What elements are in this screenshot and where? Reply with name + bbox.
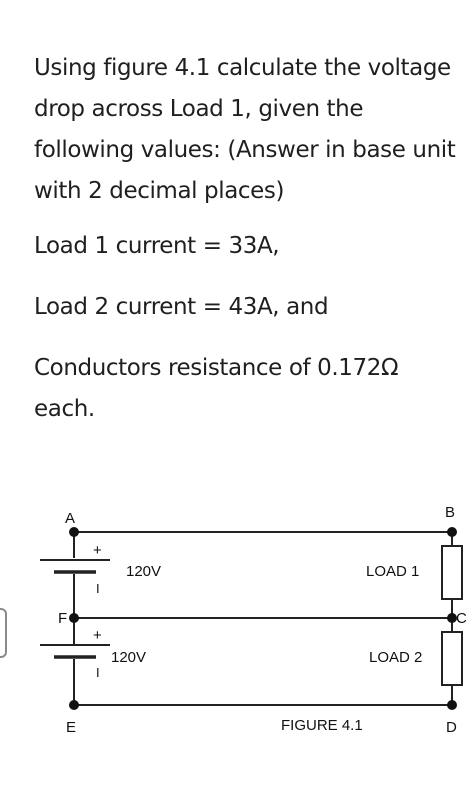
load2-current: Load 2 current = 43A, and bbox=[34, 294, 329, 320]
battery-1-minus: I bbox=[96, 581, 100, 596]
node-f-label: F bbox=[58, 610, 67, 627]
load-1-label: LOAD 1 bbox=[366, 563, 419, 580]
battery-1-plus: + bbox=[93, 542, 102, 559]
node-b-dot bbox=[447, 527, 457, 537]
node-c-label: C bbox=[456, 610, 467, 627]
node-b-label: B bbox=[445, 504, 455, 521]
node-a-label: A bbox=[65, 510, 75, 527]
node-c-dot bbox=[447, 613, 457, 623]
node-d-dot bbox=[447, 700, 457, 710]
battery-2-plus: + bbox=[93, 627, 102, 644]
load-2-label: LOAD 2 bbox=[369, 649, 422, 666]
load1-current: Load 1 current = 33A, bbox=[34, 233, 280, 259]
load-1-resistor bbox=[441, 545, 463, 600]
load-2-resistor bbox=[441, 631, 463, 686]
node-d-label: D bbox=[446, 719, 457, 736]
question-intro: Using figure 4.1 calculate the voltage d… bbox=[34, 55, 456, 204]
conductor-resistance: Conductors resistance of 0.172Ω each. bbox=[34, 355, 399, 422]
battery-2-minus: I bbox=[96, 665, 100, 680]
node-a-dot bbox=[69, 527, 79, 537]
node-f-dot bbox=[69, 613, 79, 623]
circuit-figure: A B F C E D + I + I 120V 120V LOAD 1 LOA… bbox=[0, 495, 474, 755]
circuit-wires bbox=[73, 531, 453, 706]
battery-1-symbol bbox=[40, 559, 110, 574]
source-1-voltage: 120V bbox=[126, 563, 161, 580]
circuit-diagram: A B F C E D + I + I 120V 120V LOAD 1 LOA… bbox=[40, 504, 467, 736]
figure-caption: FIGURE 4.1 bbox=[281, 717, 363, 734]
node-dots bbox=[69, 527, 457, 710]
node-e-dot bbox=[69, 700, 79, 710]
left-edge-tab bbox=[0, 608, 7, 658]
node-e-label: E bbox=[66, 719, 76, 736]
question-text: Using figure 4.1 calculate the voltage d… bbox=[34, 48, 464, 430]
source-2-voltage: 120V bbox=[111, 649, 146, 666]
battery-2-symbol bbox=[40, 644, 110, 659]
